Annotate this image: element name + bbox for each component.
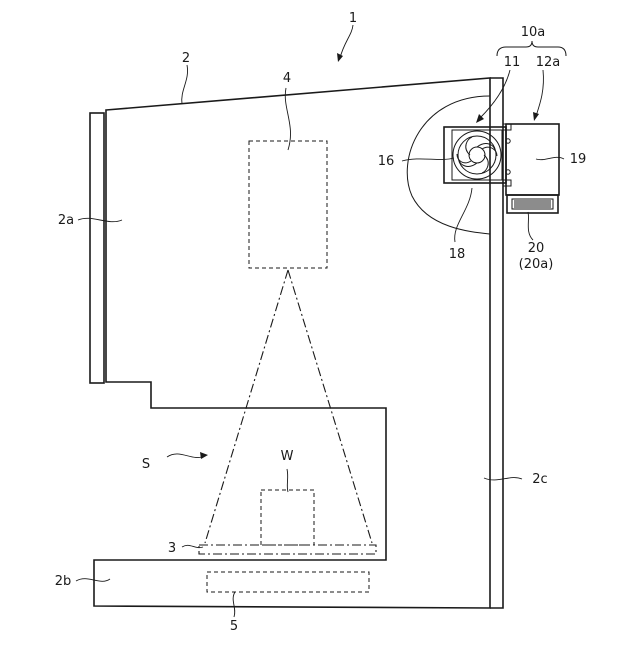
fan-assembly xyxy=(444,124,511,186)
label-filter-sub: (20a) xyxy=(519,257,554,272)
filter-20 xyxy=(507,195,558,213)
stage-dashed xyxy=(199,545,376,554)
housing-outline xyxy=(94,78,490,608)
label-device: 1 xyxy=(349,11,357,26)
label-workpiece: W xyxy=(281,449,294,464)
label-space: S xyxy=(142,457,150,472)
light-cone xyxy=(205,270,372,543)
label-box-19: 19 xyxy=(570,152,587,167)
label-fan-unit: 11 xyxy=(504,55,521,70)
label-housing-front: 2a xyxy=(58,213,74,228)
upper-unit-dashed xyxy=(249,141,327,268)
label-housing-bottom: 2b xyxy=(55,574,72,589)
label-stage: 3 xyxy=(168,541,176,556)
front-panel xyxy=(90,113,104,383)
label-housing-side: 2c xyxy=(532,472,547,487)
lower-unit-dashed xyxy=(207,572,369,592)
workpiece-dashed xyxy=(261,490,314,545)
label-fan-frame: 16 xyxy=(378,154,395,169)
brace-10a xyxy=(497,41,566,56)
label-assembly: 10a xyxy=(521,25,546,40)
duct-outline xyxy=(407,96,490,234)
label-unit-4: 4 xyxy=(283,71,291,86)
label-unit-5: 5 xyxy=(230,619,238,634)
label-housing: 2 xyxy=(182,51,190,66)
box-19 xyxy=(506,124,559,195)
label-filter: 20 xyxy=(528,241,545,256)
label-fan-blades: 18 xyxy=(449,247,466,262)
label-unit-12a: 12a xyxy=(536,55,561,70)
